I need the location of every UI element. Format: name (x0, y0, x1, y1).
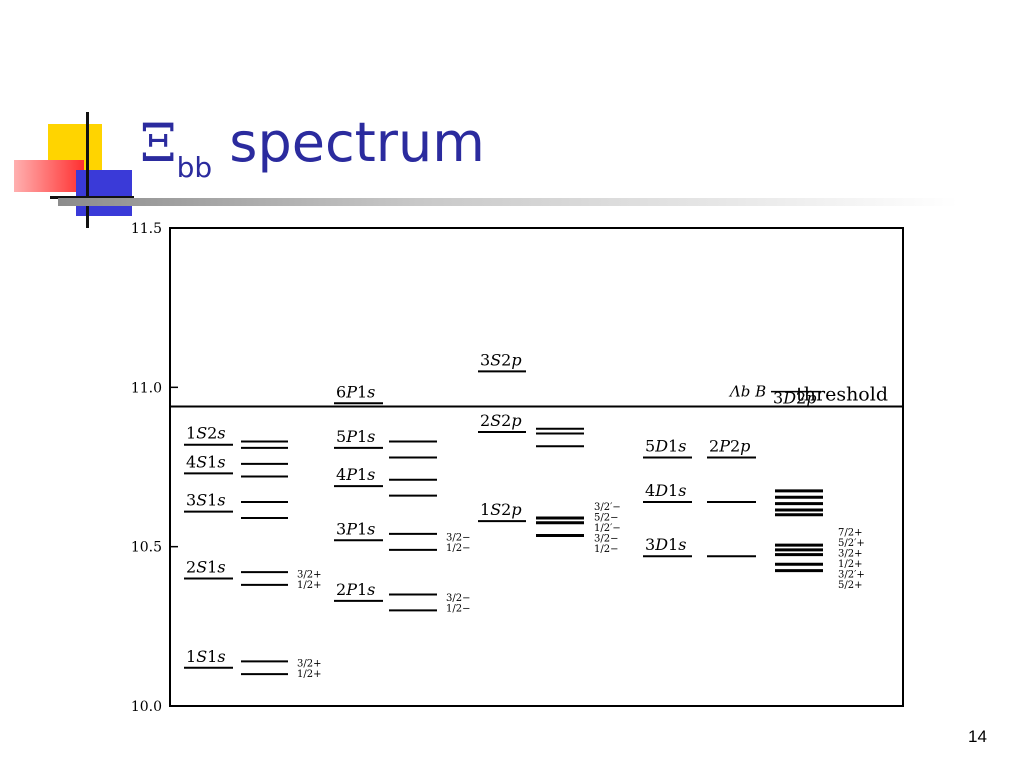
plot-frame (169, 227, 904, 707)
jp-label: 5/2− (594, 512, 618, 523)
state-label: 3D1s (645, 535, 686, 554)
jp-label: 5/2′+ (838, 538, 865, 549)
jp-label: 1/2′− (594, 523, 621, 534)
y-tick-label: 11.5 (131, 221, 162, 237)
title-symbol: Ξ (140, 114, 177, 174)
jp-label: 1/2+ (297, 669, 321, 680)
threshold-label: threshold (796, 383, 888, 405)
jp-label: 3/2+ (297, 569, 321, 580)
state-label: 2P1s (336, 580, 375, 599)
jp-label: 5/2+ (838, 580, 862, 591)
state-label: 2S1s (186, 558, 226, 577)
state-label: 1S1s (186, 647, 226, 666)
jp-label: 1/2− (446, 543, 470, 554)
threshold-particles-label: Λb B (728, 382, 766, 400)
state-label: 4D1s (645, 481, 686, 500)
jp-label: 1/2− (446, 604, 470, 615)
state-label: 3S1s (186, 491, 226, 510)
state-label: 5D1s (645, 436, 686, 455)
state-label: 4P1s (336, 465, 375, 484)
jp-label: 3/2+ (297, 659, 321, 670)
jp-label: 3/2− (594, 533, 618, 544)
title-subscript: bb (176, 151, 213, 184)
jp-label: 1/2− (594, 544, 618, 555)
state-label: 3D2p (773, 389, 816, 408)
title-divider (58, 198, 958, 206)
jp-label: 3/2+ (838, 549, 862, 560)
state-label: 1S2p (480, 500, 522, 519)
jp-label: 3/2′+ (838, 570, 865, 581)
title-text: spectrum (212, 111, 485, 174)
state-label: 2S2p (480, 411, 522, 430)
jp-label: 7/2+ (838, 528, 862, 539)
jp-label: 3/2− (446, 593, 470, 604)
y-tick-label: 10.0 (131, 699, 162, 715)
jp-label: 1/2+ (838, 559, 862, 570)
state-label: 3P1s (336, 519, 375, 538)
jp-label: 1/2+ (297, 580, 321, 591)
state-label: 5P1s (336, 427, 375, 446)
state-label: 6P1s (336, 382, 375, 401)
state-label: 4S1s (186, 452, 226, 471)
page-number: 14 (968, 727, 987, 746)
state-label: 1S2s (186, 424, 226, 443)
state-label: 2P2p (709, 436, 750, 455)
jp-label: 3/2− (446, 533, 470, 544)
slide-title: Ξbb spectrum (140, 116, 485, 182)
y-tick-label: 10.5 (131, 540, 162, 556)
state-label: 3S2p (480, 350, 522, 369)
jp-label: 3/2′− (594, 502, 621, 513)
y-tick-label: 11.0 (131, 380, 162, 396)
